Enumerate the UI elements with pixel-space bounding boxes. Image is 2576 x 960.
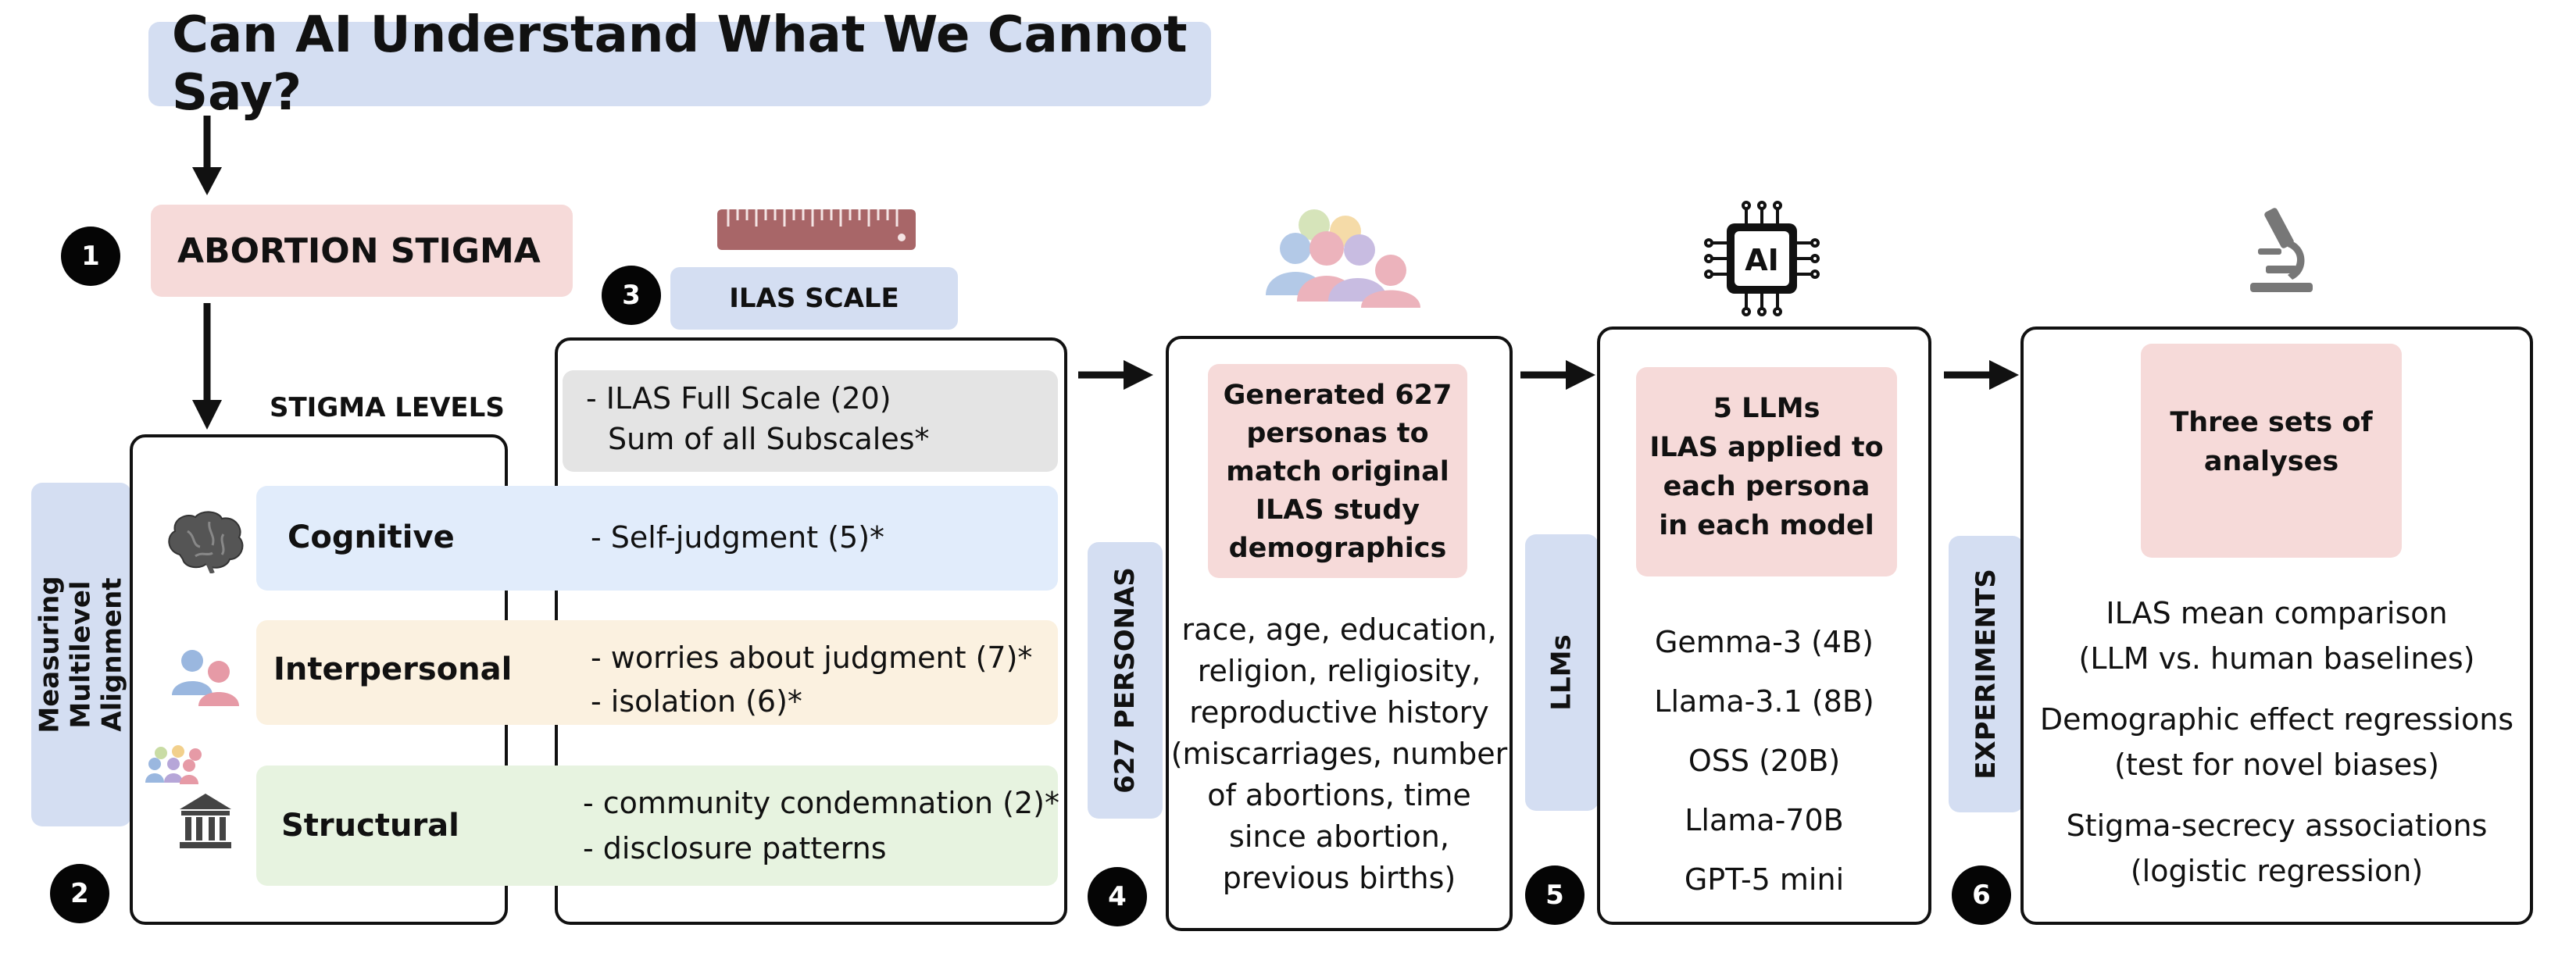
title-box: Can AI Understand What We Cannot Say? (148, 6, 1211, 122)
stigma-levels-heading: STIGMA LEVELS (270, 392, 505, 423)
down-arrow-2 (192, 303, 222, 430)
abortion-stigma-box: ABORTION STIGMA (151, 205, 573, 297)
llm-model-3: OSS (20B) (1688, 744, 1841, 778)
experiments-highlight-box: Three sets of analyses (2141, 344, 2402, 558)
page-title: Can AI Understand What We Cannot Say? (172, 6, 1188, 122)
ilas-full-scale-line-2: Sum of all Subscales* (608, 422, 930, 456)
analysis-2: Demographic effect regressions (test for… (2024, 697, 2530, 787)
brain-icon (168, 511, 244, 573)
analysis-3-title: Stigma-secrecy associations (2066, 808, 2488, 843)
experiments-highlight-line-2: analyses (2203, 446, 2339, 477)
ruler-icon (717, 209, 916, 250)
analysis-1-title: ILAS mean comparison (2106, 596, 2448, 630)
right-arrow-2 (1520, 360, 1595, 390)
ilas-full-scale-line-1: - ILAS Full Scale (20) (586, 381, 891, 416)
measuring-alignment-label-box: Measuring Multilevel Alignment (31, 483, 131, 826)
step-3-badge: 3 (602, 266, 661, 325)
analysis-3: Stigma-secrecy associations (logistic re… (2024, 803, 2530, 894)
experiments-highlight-line-1: Three sets of (2170, 407, 2373, 438)
crowd-small-icon (145, 745, 202, 784)
personas-side-label: 627 PERSONAS (1109, 567, 1141, 794)
analysis-2-title: Demographic effect regressions (2039, 702, 2514, 737)
experiments-side-label-box: EXPERIMENTS (1949, 536, 2024, 812)
right-arrow-3 (1944, 360, 2019, 390)
analysis-3-note: (logistic regression) (2130, 854, 2424, 888)
personas-highlight-line-1: Generated 627 (1223, 380, 1452, 411)
institution-icon (180, 794, 231, 848)
interpersonal-band (256, 620, 1058, 725)
personas-body-line-3: reproductive history (1189, 695, 1489, 730)
personas-highlight-line-2: personas to (1246, 418, 1429, 449)
step-2-badge: 2 (50, 864, 109, 923)
level-interpersonal-label: Interpersonal (273, 651, 513, 687)
llm-model-2: Llama-3.1 (8B) (1654, 684, 1874, 719)
personas-body-line-6: since abortion, (1229, 819, 1449, 854)
ilas-interpersonal-item-1: - worries about judgment (7)* (591, 641, 1033, 675)
personas-body-line-4: (miscarriages, number (1170, 737, 1508, 771)
ilas-structural-item-2: - disclosure patterns (583, 831, 887, 865)
people-icon (172, 650, 239, 706)
step-6-badge: 6 (1952, 865, 2011, 925)
llms-model-list: Gemma-3 (4B) Llama-3.1 (8B) OSS (20B) Ll… (1600, 612, 1928, 909)
llm-model-5: GPT-5 mini (1684, 862, 1845, 897)
structural-band (256, 766, 1058, 886)
analysis-1: ILAS mean comparison (LLM vs. human base… (2024, 591, 2530, 681)
ilas-interpersonal-item-2: - isolation (6)* (591, 684, 802, 719)
ilas-structural-item-1: - community condemnation (2)* (583, 786, 1059, 820)
llm-model-4: Llama-70B (1685, 803, 1844, 837)
llm-model-1: Gemma-3 (4B) (1654, 625, 1874, 659)
llms-highlight-line-4: in each model (1659, 510, 1874, 541)
ilas-scale-heading: ILAS SCALE (729, 283, 899, 314)
personas-highlight-line-3: match original (1226, 456, 1449, 487)
llms-side-label: LLMs (1546, 634, 1577, 711)
ilas-full-scale-box: - ILAS Full Scale (20) Sum of all Subsca… (563, 370, 1058, 472)
ilas-cognitive-item: - Self-judgment (5)* (591, 520, 885, 555)
crowd-icon (1266, 209, 1420, 308)
llms-highlight-line-1: 5 LLMs (1713, 393, 1820, 424)
personas-highlight-line-5: demographics (1228, 533, 1447, 564)
level-structural-label: Structural (281, 808, 459, 844)
personas-body-line-7: previous births) (1222, 861, 1456, 895)
ilas-scale-heading-box: ILAS SCALE (670, 267, 958, 330)
personas-body-line-5: of abortions, time (1207, 778, 1471, 812)
llms-highlight-box: 5 LLMs ILAS applied to each persona in e… (1636, 367, 1897, 576)
personas-side-label-box: 627 PERSONAS (1088, 542, 1163, 819)
experiments-side-label: EXPERIMENTS (1970, 569, 2003, 780)
personas-demographics-text: race, age, education, religion, religios… (1169, 609, 1510, 899)
abortion-stigma-label: ABORTION STIGMA (177, 230, 541, 271)
step-1-badge: 1 (61, 227, 120, 286)
experiments-analyses-list: ILAS mean comparison (LLM vs. human base… (2024, 591, 2530, 894)
step-4-badge: 4 (1088, 867, 1147, 926)
ai-chip-icon: AI (1704, 201, 1820, 316)
personas-body-line-1: race, age, education, (1181, 612, 1497, 647)
personas-highlight-line-4: ILAS study (1255, 494, 1420, 526)
level-cognitive-label: Cognitive (288, 519, 455, 555)
llms-highlight-line-3: each persona (1663, 471, 1870, 502)
analysis-2-note: (test for novel biases) (2114, 748, 2439, 782)
down-arrow-1 (192, 116, 222, 195)
microscope-icon (2250, 208, 2313, 292)
right-arrow-1 (1078, 360, 1153, 390)
step-5-badge: 5 (1525, 865, 1585, 925)
llms-side-label-box: LLMs (1525, 534, 1599, 811)
analysis-1-note: (LLM vs. human baselines) (2078, 641, 2475, 676)
personas-highlight-box: Generated 627 personas to match original… (1208, 364, 1467, 578)
ai-chip-text: AI (1745, 243, 1779, 277)
personas-body-line-2: religion, religiosity, (1197, 654, 1481, 688)
llms-highlight-line-2: ILAS applied to (1649, 432, 1884, 463)
measuring-alignment-label: Measuring Multilevel Alignment (34, 576, 128, 733)
cognitive-band (256, 486, 1058, 591)
